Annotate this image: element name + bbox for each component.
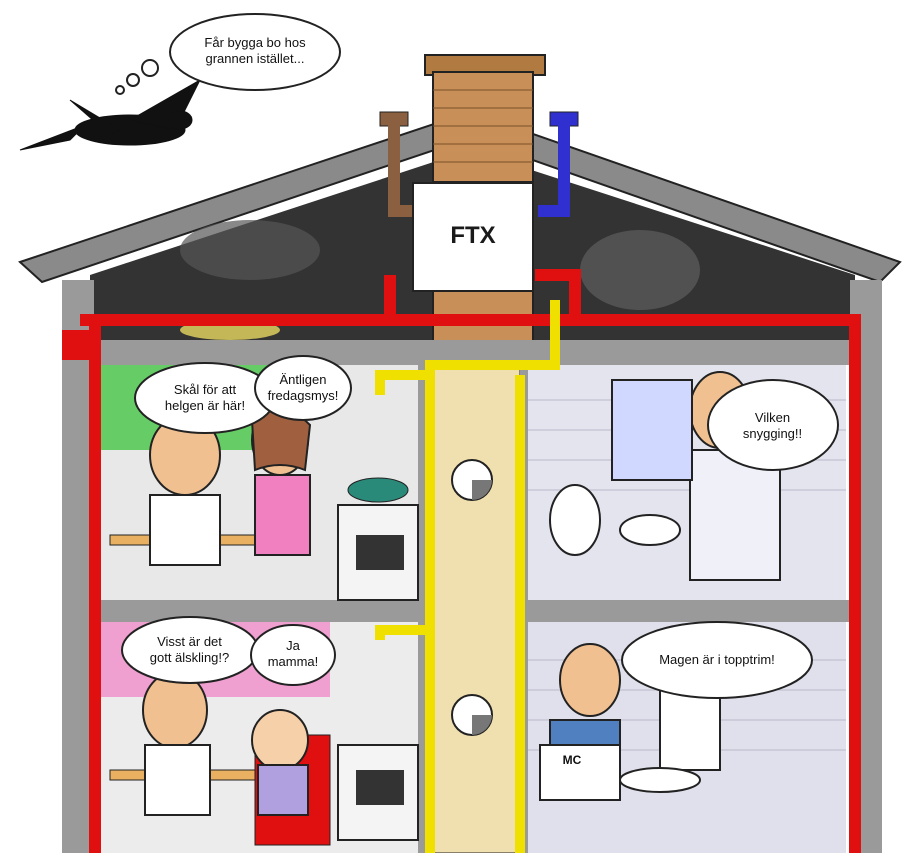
couple-woman-speech: Äntligen fredagsmys! <box>258 372 348 404</box>
bathroom-man-line-1: Vilken <box>720 410 825 426</box>
couple-woman-line-2: fredagsmys! <box>258 388 348 404</box>
mother-line-1: Visst är det <box>132 634 247 650</box>
couple-man-speech: Skål för att helgen är här! <box>145 382 265 414</box>
magpie-bird <box>20 80 200 150</box>
newspaper-label: MC <box>552 752 592 768</box>
chimney <box>433 72 533 182</box>
child-speech: Ja mamma! <box>253 638 333 670</box>
mother-speech: Visst är det gott älskling!? <box>132 634 247 666</box>
bird-speech: Får bygga bo hos grannen istället... <box>180 35 330 67</box>
bird-speech-line-2: grannen istället... <box>180 51 330 67</box>
mother-line-2: gott älskling!? <box>132 650 247 666</box>
central-shaft <box>430 365 520 853</box>
ftx-label: FTX <box>413 222 533 250</box>
couple-woman-line-1: Äntligen <box>258 372 348 388</box>
toilet-man-speech: Magen är i topptrim! <box>632 652 802 668</box>
couple-man-line-1: Skål för att <box>145 382 265 398</box>
bathroom-man-line-2: snygging!! <box>720 426 825 442</box>
couple-man-line-2: helgen är här! <box>145 398 265 414</box>
bird-speech-line-1: Får bygga bo hos <box>180 35 330 51</box>
toilet-man-line-1: Magen är i topptrim! <box>632 652 802 668</box>
bathroom-man-speech: Vilken snygging!! <box>720 410 825 442</box>
child-line-2: mamma! <box>253 654 333 670</box>
child-line-1: Ja <box>253 638 333 654</box>
